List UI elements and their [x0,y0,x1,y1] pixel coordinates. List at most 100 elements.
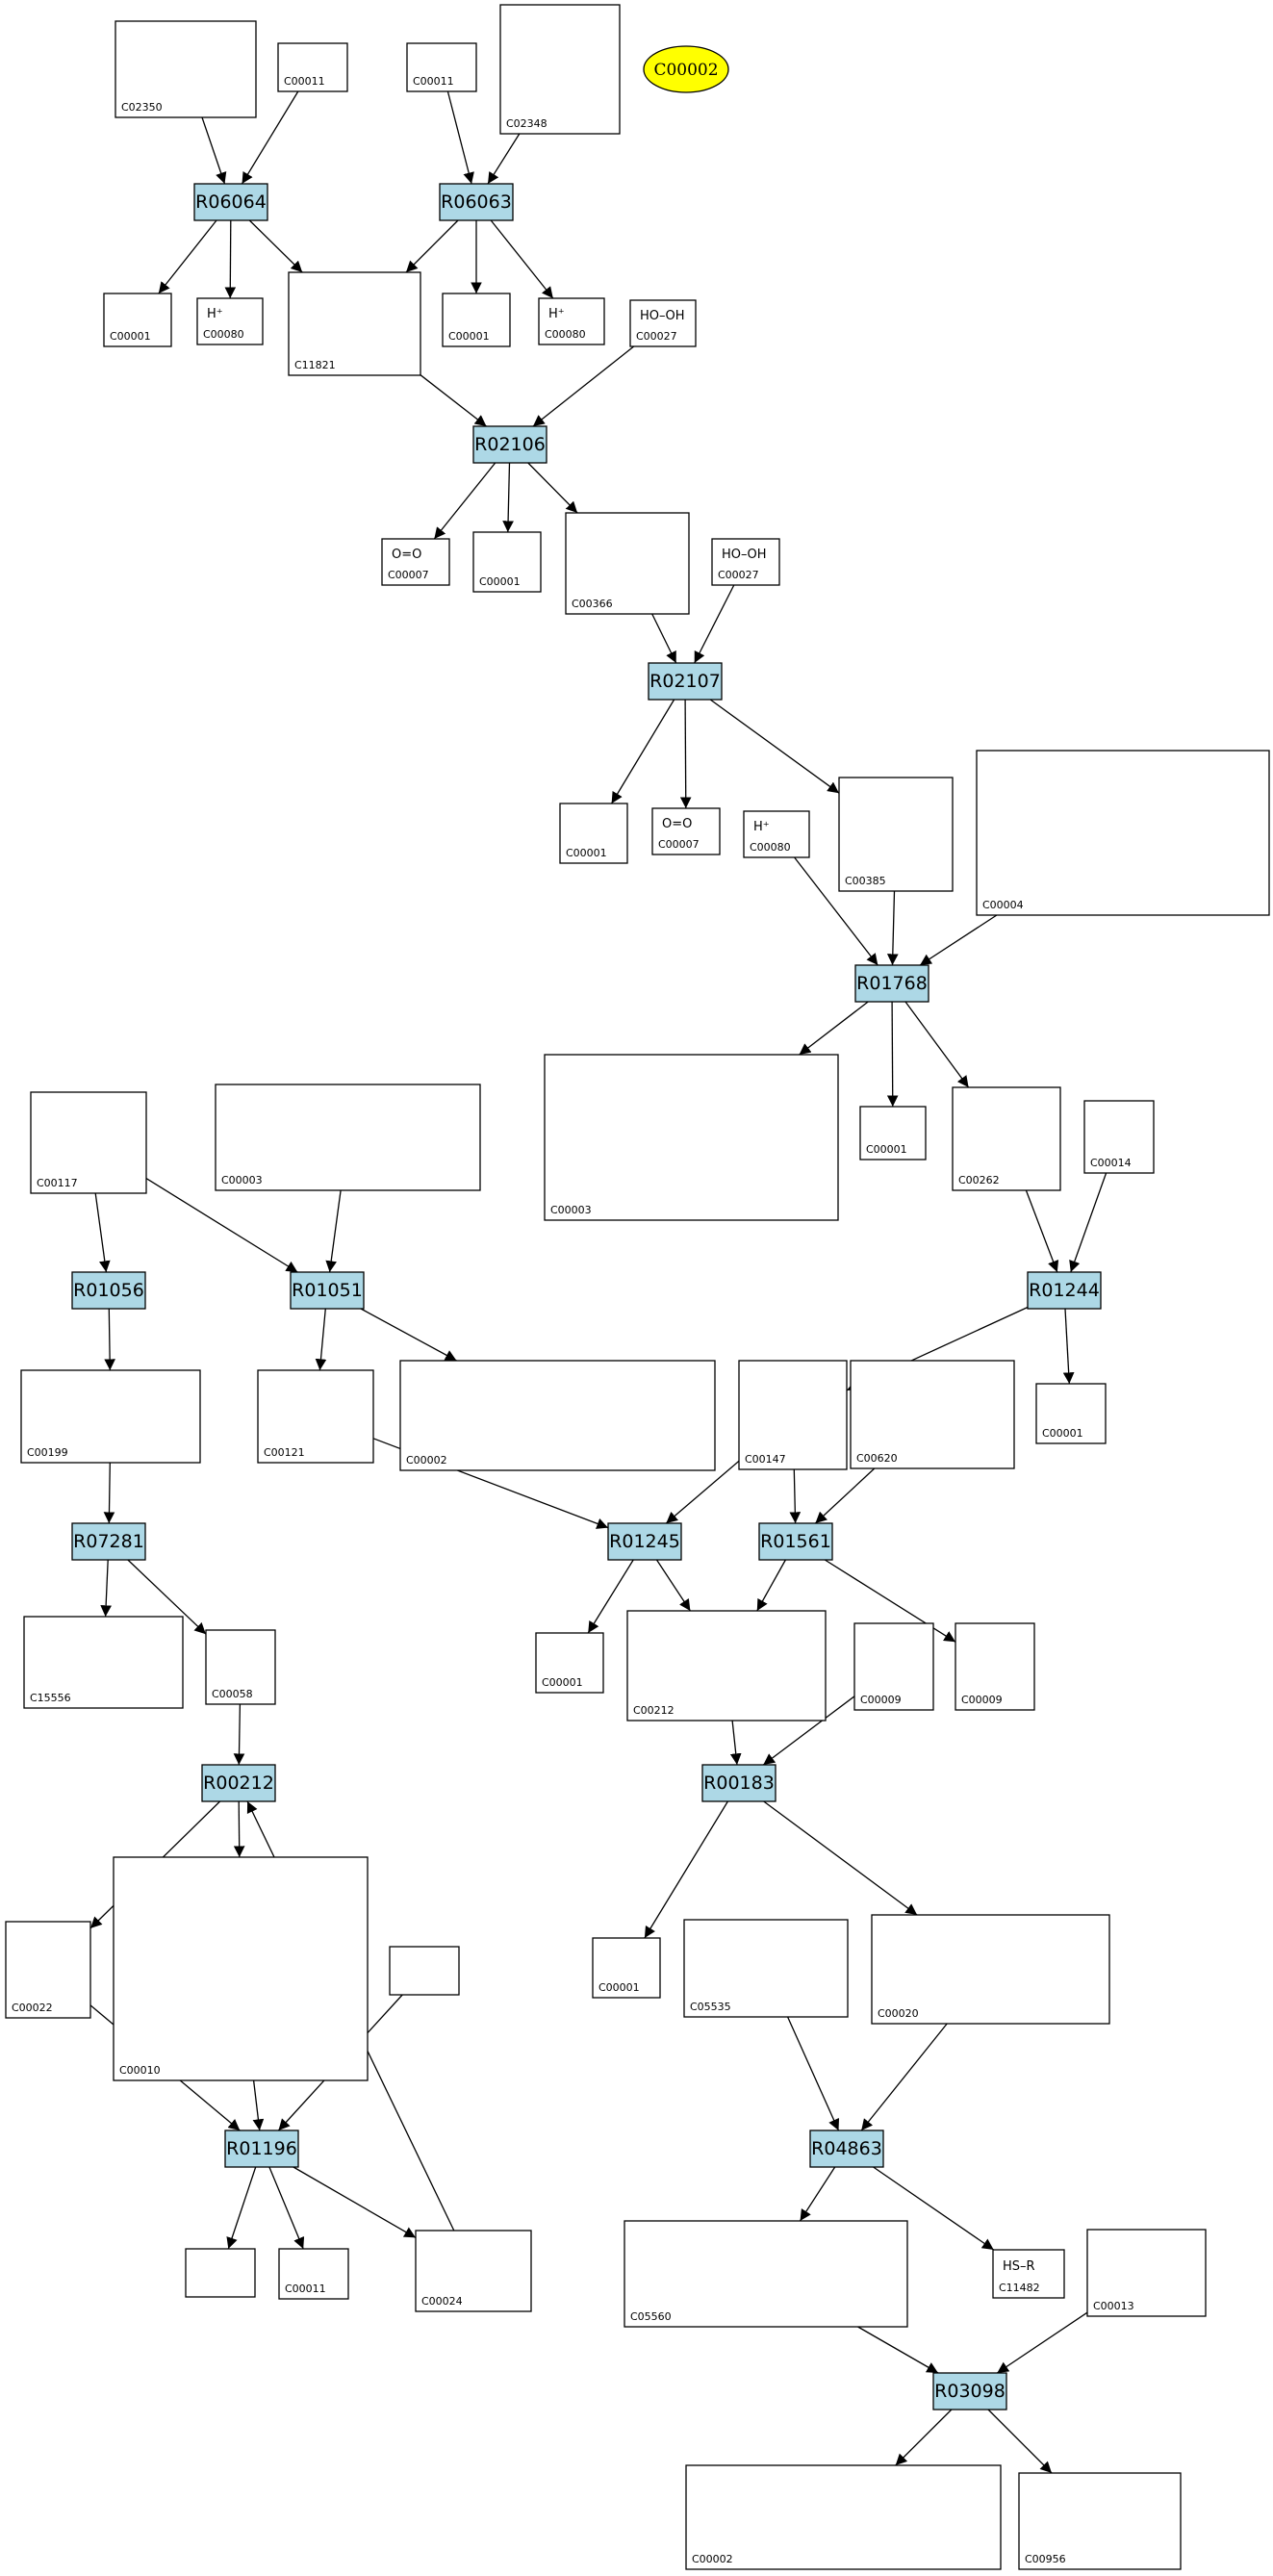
reaction-node[interactable]: R01768 [854,964,929,1003]
compound-node[interactable]: C00020 [871,1914,1110,2025]
compound-box [685,2464,1002,2570]
compound-box [535,1632,604,1694]
compound-box [952,1086,1061,1191]
reaction-box [648,662,723,701]
compound-node[interactable]: C00058 [205,1629,276,1705]
compound-node[interactable]: C00117 [30,1091,147,1194]
compound-box [629,299,697,347]
compound-node[interactable]: C00001 [103,293,172,347]
compound-id: C00385 [845,875,886,887]
compound-node[interactable]: C00001 [559,803,628,864]
reaction-node[interactable]: R06064 [193,183,268,221]
compound-node[interactable]: C00004 [976,750,1270,916]
compound-node[interactable]: C00002 [685,2464,1002,2570]
compound-node[interactable]: C00001 [535,1632,604,1694]
compound-box [651,807,721,855]
reaction-node[interactable]: R02106 [472,425,547,464]
compound-id: C00080 [203,328,244,341]
compound-node[interactable]: H⁺C00080 [538,297,605,345]
reaction-node[interactable]: R01196 [224,2130,299,2168]
reaction-box [809,2130,884,2168]
edge-52 [644,1800,728,1939]
compound-node[interactable]: C00011 [406,42,477,92]
edge-20 [794,856,878,966]
reaction-node[interactable]: R02107 [648,662,723,701]
compound-node[interactable] [185,2248,256,2298]
compound-id: C00001 [566,847,607,859]
compound-node[interactable]: C00003 [544,1054,839,1221]
compound-node[interactable]: C00013 [1086,2229,1207,2317]
compound-box [992,2249,1065,2299]
compound-node[interactable]: C00022 [5,1921,91,2019]
compound-id: C00002 [406,1454,447,1467]
compound-node[interactable]: C00011 [277,42,348,92]
compound-node[interactable]: C00014 [1083,1100,1155,1174]
reaction-node[interactable]: R01561 [758,1522,833,1561]
compound-node[interactable]: C00121 [257,1369,374,1464]
reaction-node[interactable]: R00183 [701,1764,777,1802]
reaction-box [193,183,268,221]
compound-node[interactable]: C00147 [738,1360,848,1470]
compound-node[interactable]: C15556 [23,1616,184,1709]
reaction-node[interactable]: R07281 [71,1522,146,1561]
edge-6 [487,133,521,185]
compound-node[interactable]: C00001 [472,531,542,593]
reaction-box [201,1764,276,1802]
compound-formula: O=O [392,548,421,562]
compound-box [838,777,954,892]
compound-node[interactable]: H⁺C00080 [196,297,264,345]
compound-node[interactable]: C11821 [288,271,421,376]
compound-node[interactable]: C00385 [838,777,954,892]
compound-node[interactable]: C00001 [442,293,511,347]
edge-50 [729,1720,742,1766]
reaction-node[interactable]: R06063 [439,183,514,221]
reaction-node[interactable]: R00212 [201,1764,276,1802]
compound-box [5,1921,91,2019]
compound-node[interactable]: C02348 [499,4,621,135]
compound-node[interactable]: C00956 [1018,2472,1182,2570]
compound-node[interactable]: C00001 [592,1937,661,1999]
compound-node[interactable]: C00199 [20,1369,201,1464]
reaction-node[interactable]: R01051 [290,1271,365,1310]
compound-node[interactable]: H⁺C00080 [743,810,810,858]
compound-node[interactable]: C05535 [683,1919,849,2018]
reaction-node[interactable]: R01056 [71,1271,146,1310]
edge-34 [360,1308,457,1362]
compound-node[interactable]: C05560 [624,2220,908,2328]
edge-53 [763,1800,918,1916]
compound-node[interactable]: C00009 [853,1622,934,1711]
compound-node[interactable]: C00011 [278,2248,349,2300]
compound-node[interactable] [389,1946,460,1996]
compound-id: C00121 [264,1446,305,1459]
compound-node[interactable]: C02350 [115,20,257,118]
reaction-node[interactable]: R01245 [607,1522,682,1561]
reaction-node[interactable]: R03098 [932,2372,1007,2410]
compound-node[interactable]: C00024 [415,2230,532,2312]
compound-node[interactable]: C00366 [565,512,690,615]
edge-44 [655,1559,691,1612]
reaction-node[interactable]: R01244 [1027,1271,1102,1310]
compound-node[interactable]: C00001 [859,1106,927,1160]
compound-node[interactable]: C00212 [626,1610,827,1722]
edge-42 [814,1467,876,1524]
compound-id: C05560 [630,2310,672,2323]
reaction-label: R01196 [226,2138,297,2159]
reaction-node[interactable]: R04863 [809,2130,884,2168]
compound-node[interactable]: C00003 [215,1084,481,1191]
highlight-compound[interactable]: C00002 [643,45,729,93]
reaction-label: R01245 [609,1531,680,1552]
compound-node[interactable]: C00620 [850,1360,1015,1469]
compound-node[interactable]: C00262 [952,1086,1061,1191]
compound-id: C00014 [1090,1157,1132,1169]
compound-box [859,1106,927,1160]
compound-node[interactable]: C00001 [1035,1383,1107,1444]
edge-27 [1069,1172,1108,1273]
compound-node[interactable]: C00002 [399,1360,716,1471]
compound-node[interactable]: C00009 [955,1622,1035,1711]
compound-node[interactable]: C00010 [113,1856,369,2081]
